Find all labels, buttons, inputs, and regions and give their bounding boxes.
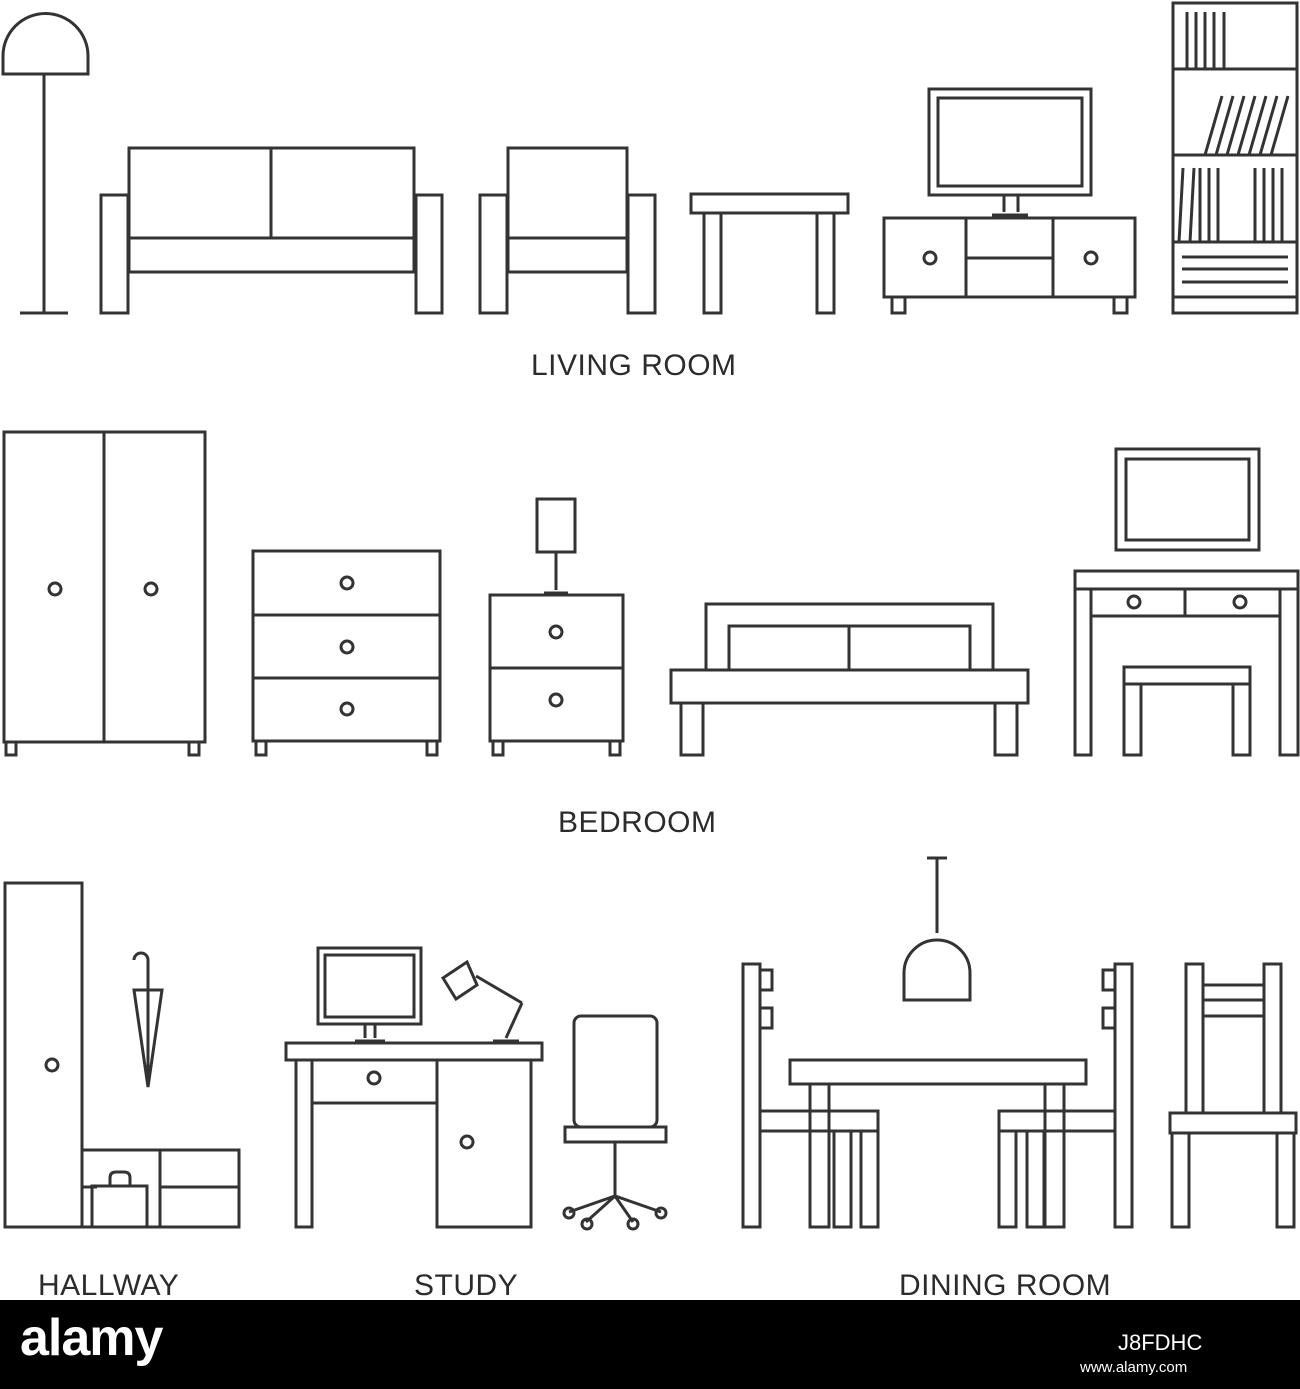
nightstand-icon (488, 593, 625, 757)
briefcase-icon (90, 1170, 149, 1229)
double-bed-icon (669, 602, 1030, 757)
sofa-icon (99, 146, 444, 315)
vanity-stool-icon (1122, 665, 1252, 757)
watermark-url: www.alamy.com (1080, 1359, 1188, 1376)
hallway-cabinet-icon (3, 881, 84, 1229)
vanity-table-icon (1073, 569, 1300, 757)
desk-icon (284, 1041, 544, 1229)
office-chair-icon (562, 1014, 668, 1231)
dining-chair-icon (1168, 962, 1298, 1229)
dining-room-label: DINING ROOM (899, 1269, 1112, 1302)
tv-stand-icon (882, 87, 1137, 315)
dining-chair-icon (741, 962, 880, 1229)
living-room-label: LIVING ROOM (531, 349, 737, 382)
floor-lamp-icon (1, 12, 90, 315)
armchair-icon (478, 146, 657, 315)
table-lamp-icon (535, 497, 577, 595)
hallway-label: HALLWAY (38, 1269, 180, 1302)
bedroom-label: BEDROOM (558, 806, 717, 839)
image-id: J8FDHC (1118, 1330, 1203, 1355)
alamy-logo: alamy (20, 1309, 163, 1367)
umbrella-icon (132, 951, 164, 1088)
desk-lamp-icon (440, 959, 524, 1043)
study-label: STUDY (414, 1269, 519, 1302)
chest-of-drawers-icon (251, 549, 442, 757)
pendant-lamp-icon (902, 856, 972, 1002)
vanity-mirror-icon (1114, 447, 1261, 552)
dining-chair-icon (997, 962, 1134, 1229)
monitor-icon (316, 946, 423, 1043)
coffee-table-icon (689, 192, 850, 315)
shoe-rack-icon (80, 1148, 241, 1229)
wardrobe-icon (2, 430, 207, 757)
watermark-footer: alamy J8FDHC www.alamy.com (0, 1300, 1300, 1389)
bookcase-icon (1171, 1, 1299, 315)
furniture-illustration: LIVING ROOM BEDROOM HALLWAY STUDY DINING… (0, 0, 1300, 1302)
